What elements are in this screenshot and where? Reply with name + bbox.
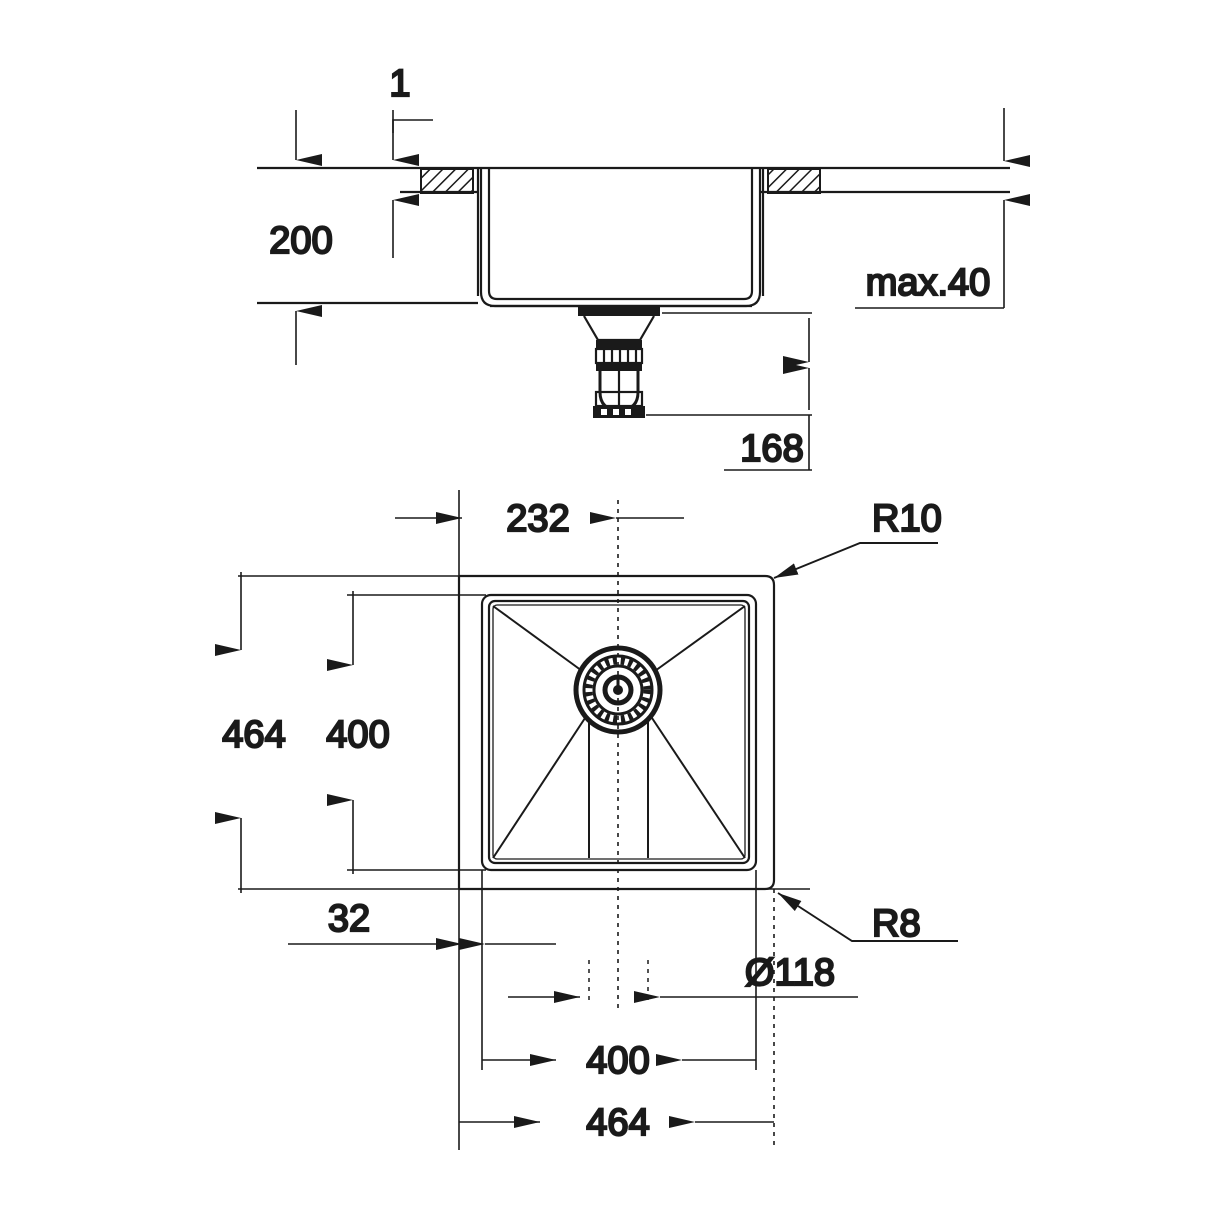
dim-worktop-max: max.40 xyxy=(855,108,1030,309)
dim-label-waste-height: 168 xyxy=(740,428,803,470)
dim-label-outer-height: 464 xyxy=(222,714,285,756)
waste-assembly xyxy=(578,306,660,418)
dim-corner-radius-bottom: R8 xyxy=(777,892,958,946)
dim-label-corner-radius-bottom: R8 xyxy=(872,903,921,945)
bowl-base-rect xyxy=(492,604,746,860)
plan-extension-lines xyxy=(238,490,810,1150)
dim-bowl-width: 400 xyxy=(482,1039,756,1083)
section-hatch-left xyxy=(420,168,474,194)
dim-drain-diameter: Ø118 xyxy=(508,951,858,1003)
dim-waste-height: 168 xyxy=(646,312,812,471)
plan-view: 232 R10 464 400 32 xyxy=(215,490,958,1150)
dim-label-bowl-width: 400 xyxy=(586,1040,649,1082)
dim-bowl-depth: 200 xyxy=(268,110,334,365)
dim-bowl-height: 400 xyxy=(325,591,391,874)
dim-label-drain-diameter: Ø118 xyxy=(745,952,835,994)
bowl-inner-profile xyxy=(487,168,754,301)
section-elevation-view: 1 200 max.40 168 xyxy=(257,62,1030,471)
dim-label-center-offset-top: 232 xyxy=(506,498,569,540)
dim-label-worktop-thickness: 1 xyxy=(389,63,410,105)
dim-label-worktop-max: max.40 xyxy=(866,262,991,304)
dim-label-corner-radius-top: R10 xyxy=(872,498,942,540)
dim-label-bowl-height: 400 xyxy=(326,714,389,756)
dim-label-outer-width: 464 xyxy=(586,1102,649,1144)
dim-label-bowl-depth: 200 xyxy=(269,220,332,262)
dim-worktop-thickness: 1 xyxy=(388,62,433,258)
dim-corner-radius-top: R10 xyxy=(773,497,943,579)
section-hatch-right xyxy=(767,168,821,194)
bowl-outer-profile xyxy=(479,168,762,308)
dim-center-offset-top: 232 xyxy=(395,497,684,541)
dim-outer-width: 464 xyxy=(459,1101,774,1145)
bowl-inner-rect xyxy=(487,599,751,865)
dim-outer-height: 464 xyxy=(215,572,287,893)
dim-rim-offset: 32 xyxy=(288,897,556,950)
bowl-slope-lines xyxy=(492,605,746,859)
bowl-outer-rect xyxy=(480,593,758,872)
dim-label-rim-offset: 32 xyxy=(328,898,370,940)
